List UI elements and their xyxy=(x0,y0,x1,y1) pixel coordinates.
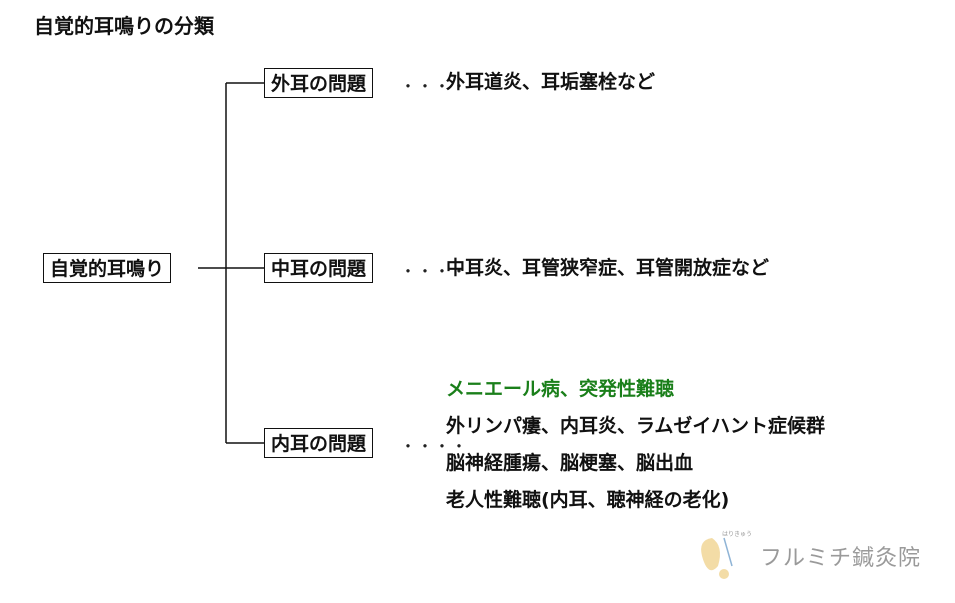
dots-inner-ear: ・・・・ xyxy=(400,437,469,456)
node-middle-ear: 中耳の問題 xyxy=(264,253,374,283)
logo-mark-text: はりきゅう xyxy=(722,531,752,538)
clinic-logo-mark: はりきゅう xyxy=(701,531,752,579)
desc-inner-ear-4: 老人性難聴(内耳、聴神経の老化) xyxy=(446,489,730,511)
root-node: 自覚的耳鳴り xyxy=(43,253,172,283)
logo-leaf-shape xyxy=(701,538,720,571)
desc-inner-ear-3: 脳神経腫瘍、脳梗塞、脳出血 xyxy=(446,452,694,474)
desc-inner-ear-2: 外リンパ瘻、内耳炎、ラムゼイハント症候群 xyxy=(446,415,826,437)
desc-outer-ear: 外耳道炎、耳垢塞栓など xyxy=(446,71,656,93)
page-title: 自覚的耳鳴りの分類 xyxy=(34,14,214,38)
dots-middle-ear: ・・・・ xyxy=(400,262,469,281)
desc-inner-ear-1: メニエール病、突発性難聴 xyxy=(446,378,675,400)
node-inner-ear: 内耳の問題 xyxy=(264,428,374,458)
desc-middle-ear: 中耳炎、耳管狭窄症、耳管開放症など xyxy=(446,257,770,279)
clinic-logo-name: フルミチ鍼灸院 xyxy=(760,546,922,571)
dots-outer-ear: ・・・・ xyxy=(400,77,469,96)
node-outer-ear: 外耳の問題 xyxy=(264,68,374,98)
